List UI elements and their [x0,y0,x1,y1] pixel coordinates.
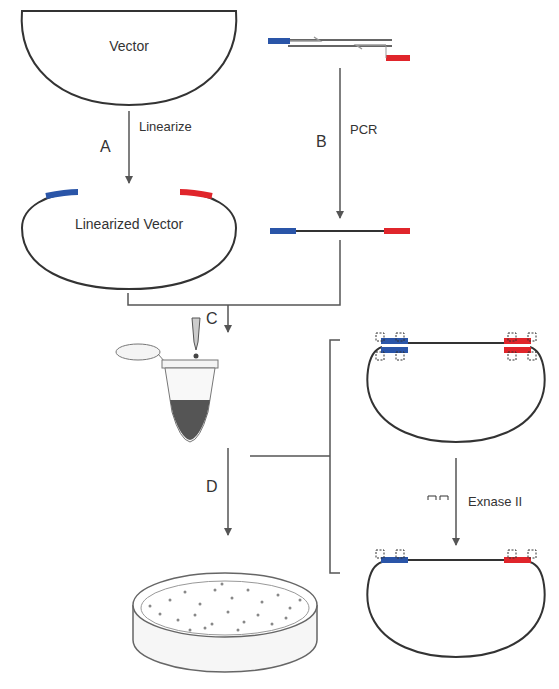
pcr-product [270,228,410,234]
tube-illustration [116,318,218,442]
enzyme-arrow [455,458,457,545]
primer-arrow [290,37,320,41]
tube-liquid [170,400,210,440]
step-letter: B [316,133,327,151]
bracket-line [250,455,330,457]
tube-body [165,368,215,442]
dish-rim [133,573,317,637]
vector-shape [18,8,240,108]
insert-line [408,559,504,561]
enzyme-marks [376,333,536,360]
red-overhang [386,55,410,61]
petri-dish [133,573,317,672]
vector-node: Linearized Vector [18,186,240,292]
tube-cap [116,344,160,360]
merge-line [128,240,340,305]
step-letter: C [206,310,218,328]
insert-line [408,342,504,344]
transform-arrow [227,448,229,535]
red-end [384,228,410,234]
linearized-vector-shape [18,186,240,292]
node-label: Linearized Vector [75,216,183,232]
drop [194,354,199,359]
vector-backbone [367,562,544,657]
colonies [149,583,302,632]
bracket [330,340,340,573]
enzyme-name: Exnase II [468,494,522,509]
reaction-arrow [227,305,229,332]
red-end [504,557,531,563]
blue-end [270,228,296,234]
edge-label: Linearize [139,119,192,134]
step-name: PCR [350,122,377,137]
enzyme-icon [428,496,448,500]
step-letter: D [206,478,218,496]
vector-node: Vector [18,8,240,108]
dish-agar [141,581,309,635]
process-arrow [128,111,130,183]
pipette-tip [192,318,200,350]
tube-rim [162,360,218,368]
annealed-ring [367,333,544,442]
primer-link [386,46,387,58]
pcr-arrow [339,68,341,218]
recombined-ring [367,550,544,657]
node-label: Vector [109,38,149,54]
step-letter: A [100,138,111,156]
blue-overhang [268,38,290,44]
pcr-template [268,37,410,61]
primer-arrow [356,45,386,49]
enzyme-marks [376,550,536,558]
vector-backbone [367,347,544,442]
insert-line [296,230,384,232]
